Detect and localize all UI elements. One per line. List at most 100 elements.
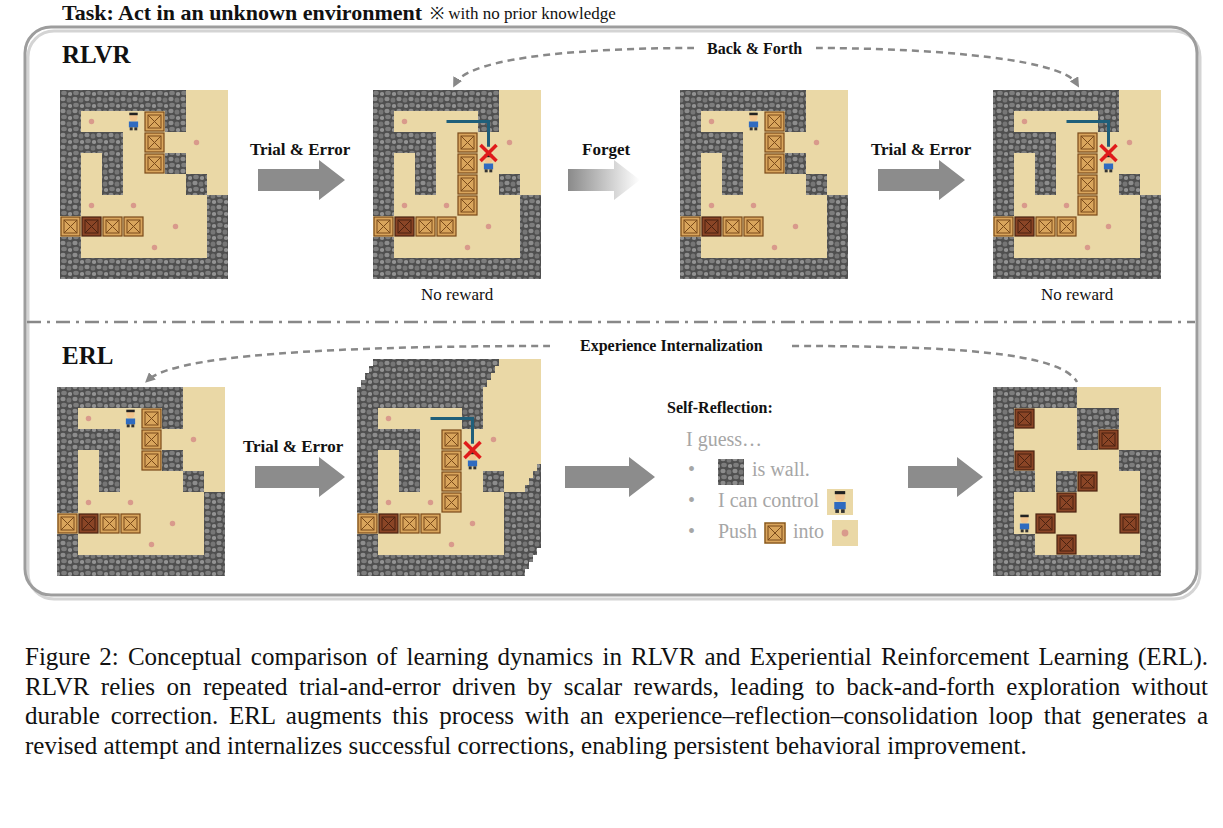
box-cross [377, 220, 390, 233]
sokoban-map [993, 387, 1161, 576]
wall-tile [373, 174, 394, 195]
floor-tile [478, 237, 499, 258]
floor-tile [1119, 216, 1140, 237]
wall-tile [165, 258, 186, 279]
box [765, 154, 784, 173]
target-dot [149, 542, 154, 547]
box-inner [445, 433, 458, 446]
box [1057, 217, 1076, 236]
floor-tile [120, 450, 141, 471]
wall-tile [57, 450, 78, 471]
wall-tile [1098, 258, 1119, 279]
wall-tile [993, 492, 1014, 513]
floor-tile [499, 237, 520, 258]
box [765, 112, 784, 131]
outer-panel [25, 27, 1197, 595]
floor-tile [1119, 492, 1140, 513]
floor-tile [1056, 534, 1077, 555]
floor-tile [123, 153, 144, 174]
wall-tile [78, 429, 99, 450]
player-hair [1020, 515, 1028, 518]
player-leg [841, 509, 845, 513]
target-dot [709, 203, 714, 208]
box [142, 430, 161, 449]
floor-tile [1140, 174, 1161, 195]
floor-tile [441, 492, 462, 513]
floor-tile [785, 216, 806, 237]
wall-tile [81, 132, 102, 153]
floor-tile [1119, 153, 1140, 174]
wall-tile [806, 174, 827, 195]
wall-tile [78, 387, 99, 408]
box-cross [1018, 220, 1031, 233]
floor-tile [1077, 471, 1098, 492]
floor-tile [441, 429, 462, 450]
arc-label: Experience Internalization [576, 337, 767, 355]
floor-tile [123, 216, 144, 237]
target-dot [465, 245, 470, 250]
floor-tile [1035, 216, 1056, 237]
player-head [127, 410, 135, 418]
player-head [750, 113, 758, 121]
floor-tile [1035, 450, 1056, 471]
wall-tile [520, 216, 541, 237]
floor-tile [120, 534, 141, 555]
target-dot [402, 119, 407, 124]
floor-tile [743, 195, 764, 216]
wall-tile [764, 258, 785, 279]
floor-tile [483, 513, 504, 534]
reflection-text: is wall. [752, 458, 810, 481]
wall-tile [1056, 471, 1077, 492]
wall-tile [680, 195, 701, 216]
wall-tile [99, 429, 120, 450]
player-body [126, 419, 135, 425]
floor-tile [1098, 429, 1119, 450]
box-cross [398, 220, 411, 233]
wall-tile [680, 174, 701, 195]
floor-tile [436, 195, 457, 216]
map-ground [57, 387, 225, 576]
wall-tile [993, 408, 1014, 429]
box-inner [382, 517, 395, 530]
floor-tile [1014, 153, 1035, 174]
floor-tile [394, 153, 415, 174]
floor-tile [520, 174, 541, 195]
box [765, 133, 784, 152]
box [442, 430, 461, 449]
floor-tile [207, 153, 228, 174]
floor-tile [1056, 216, 1077, 237]
target-dot [1064, 203, 1069, 208]
floor-tile [57, 513, 78, 534]
floor-tile [120, 513, 141, 534]
wall-tile [1140, 471, 1161, 492]
wall-tile [1014, 90, 1035, 111]
block-arrow [565, 457, 655, 497]
wall-tile [60, 258, 81, 279]
box-cross [997, 220, 1010, 233]
reflection-icons [718, 459, 858, 546]
floor-tile [204, 408, 225, 429]
player-icon [827, 489, 853, 515]
floor-tile [993, 216, 1014, 237]
wall-tile [993, 258, 1014, 279]
floor-tile [144, 216, 165, 237]
fade-arrow [568, 160, 640, 200]
wall-tile [373, 153, 394, 174]
floor-tile [483, 429, 504, 450]
player-leg [473, 466, 476, 469]
floor-tile [1035, 492, 1056, 513]
box-cross [127, 220, 140, 233]
wall-tile [60, 174, 81, 195]
floor-tile [1077, 174, 1098, 195]
floor-tile [1077, 534, 1098, 555]
player-hair [129, 113, 137, 116]
floor-tile [78, 534, 99, 555]
target-dot [89, 203, 94, 208]
box-cross [64, 220, 77, 233]
floor-tile [1098, 153, 1119, 174]
floor-tile [183, 408, 204, 429]
floor-tile [99, 513, 120, 534]
box-cross [1123, 517, 1136, 530]
wall-tile [60, 90, 81, 111]
box-inner [445, 454, 458, 467]
